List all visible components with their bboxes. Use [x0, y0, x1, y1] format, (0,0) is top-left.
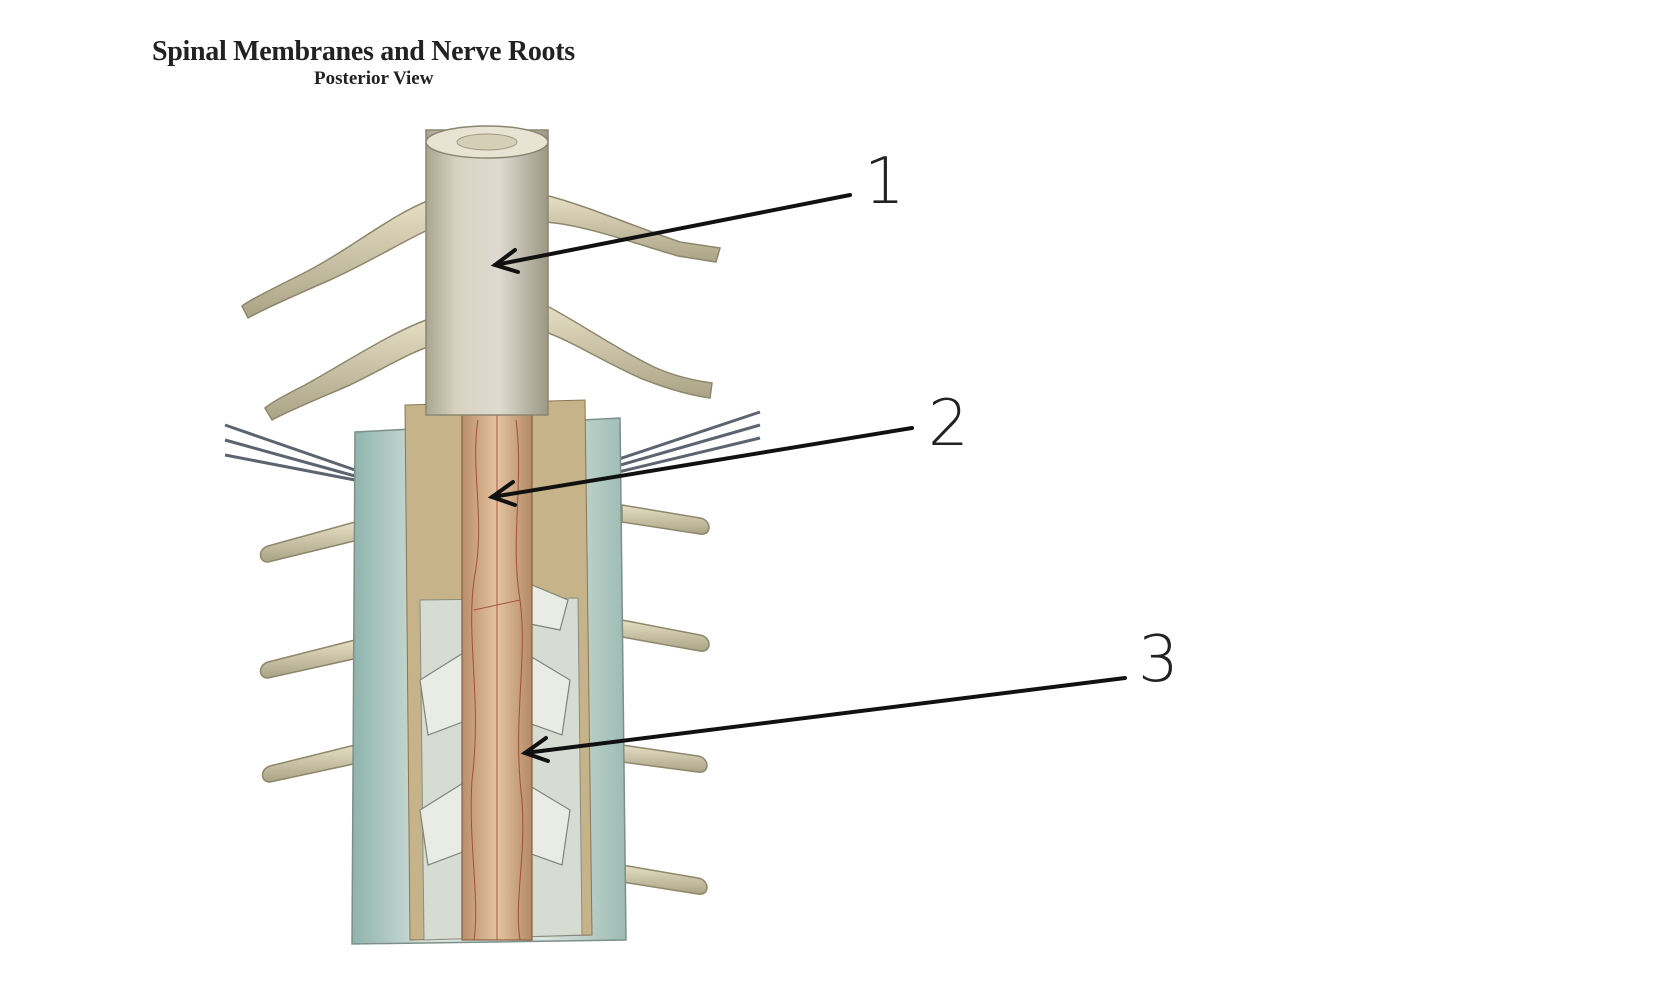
arrow-2: [490, 426, 914, 499]
figure-title: Spinal Membranes and Nerve Roots: [152, 36, 575, 67]
callout-number-3: 3: [1138, 623, 1179, 697]
figure-subtitle: Posterior View: [314, 68, 434, 89]
callout-arrows: [487, 193, 1127, 763]
arrow-3: [523, 676, 1127, 755]
retractor-clamps: [224, 410, 761, 482]
nerve-roots-upper: [241, 194, 721, 422]
nerve-roots-lower: [259, 504, 710, 895]
callout-number-1: 1: [864, 145, 905, 219]
arrow-1: [493, 193, 852, 267]
callout-number-2: 2: [928, 387, 969, 461]
dura-mater-tube: [425, 129, 549, 416]
pial-vessels: [470, 400, 524, 941]
